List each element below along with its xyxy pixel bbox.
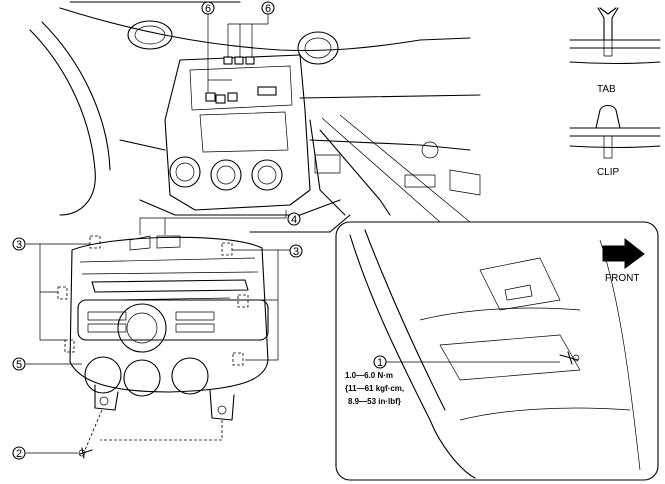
callout-3-right: 3	[289, 244, 303, 258]
dashboard-illustration	[29, 1, 481, 233]
callout-6-right: 6	[261, 1, 275, 15]
callout-1-number: 1	[377, 357, 383, 369]
callout-3-left-number: 3	[16, 239, 22, 251]
callout-3-right-number: 3	[293, 246, 299, 258]
detail-callout: FRONT 1.0—6.0 N·m {11—61 kgf·cm, 8.9—53 …	[321, 114, 659, 481]
callout-2: 2	[12, 446, 26, 460]
callout-5-number: 5	[16, 359, 22, 371]
callout-leaders	[26, 12, 560, 454]
torque-line-1: 1.0—6.0 N·m	[345, 371, 393, 380]
tab-label: TAB	[597, 84, 616, 95]
callout-4-number: 4	[291, 214, 297, 226]
tab-inset: TAB	[569, 7, 661, 95]
callout-6-left-number: 6	[205, 3, 211, 15]
callout-6-right-number: 6	[265, 3, 271, 15]
clip-label: CLIP	[597, 167, 620, 178]
callout-3-left: 3	[12, 237, 26, 251]
callout-5: 5	[12, 357, 26, 371]
front-label: FRONT	[605, 273, 639, 284]
callout-6-left: 6	[201, 1, 215, 15]
callout-2-number: 2	[16, 448, 22, 460]
torque-line-3: 8.9—53 in·lbf}	[348, 397, 401, 406]
callout-4: 4	[287, 212, 301, 226]
clip-inset: CLIP	[569, 104, 661, 178]
callout-1: 1	[373, 355, 387, 369]
audio-panel-illustration	[57, 235, 269, 459]
torque-line-2: {11—61 kgf·cm,	[345, 384, 404, 393]
